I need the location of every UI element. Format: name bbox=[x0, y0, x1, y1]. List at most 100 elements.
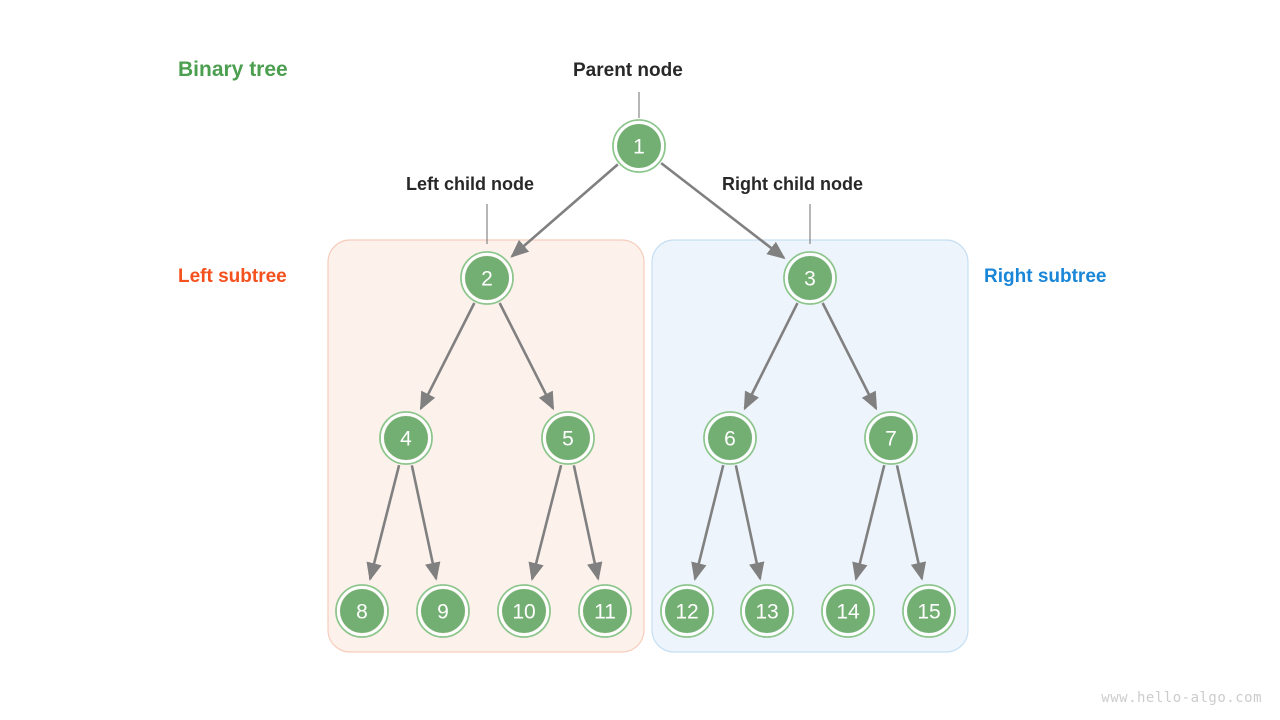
annotation-left-subtree: Left subtree bbox=[178, 266, 287, 287]
pointer-lines bbox=[486, 92, 811, 244]
tree-edge bbox=[498, 302, 555, 411]
node-value: 15 bbox=[917, 601, 940, 624]
node-circle bbox=[617, 124, 661, 168]
node-ring bbox=[612, 119, 666, 173]
tree-edge bbox=[821, 302, 878, 411]
tree-node-6[interactable]: 6 bbox=[703, 411, 757, 465]
node-gap-ring bbox=[417, 585, 469, 637]
tree-edge bbox=[410, 465, 441, 581]
tree-edge bbox=[510, 163, 619, 258]
node-gap-ring bbox=[380, 412, 432, 464]
node-circle bbox=[869, 416, 913, 460]
node-ring bbox=[740, 584, 794, 638]
tree-edge bbox=[691, 464, 725, 581]
node-gap-ring bbox=[822, 585, 874, 637]
tree-node-9[interactable]: 9 bbox=[416, 584, 470, 638]
tree-node-5[interactable]: 5 bbox=[541, 411, 595, 465]
node-gap-ring bbox=[903, 585, 955, 637]
node-value: 8 bbox=[356, 601, 368, 624]
tree-node-10[interactable]: 10 bbox=[497, 584, 551, 638]
annotation-right-child-node: Right child node bbox=[722, 174, 863, 194]
tree-node-1[interactable]: 1 bbox=[612, 119, 666, 173]
tree-edge bbox=[895, 465, 927, 581]
node-circle bbox=[708, 416, 752, 460]
node-ring bbox=[578, 584, 632, 638]
node-ring bbox=[541, 411, 595, 465]
tree-edge bbox=[528, 464, 563, 582]
node-circle bbox=[502, 589, 546, 633]
node-circle bbox=[788, 256, 832, 300]
annotation-right-subtree: Right subtree bbox=[984, 266, 1107, 287]
node-value: 6 bbox=[724, 428, 736, 451]
tree-node-15[interactable]: 15 bbox=[902, 584, 956, 638]
node-circle bbox=[546, 416, 590, 460]
tree-node-8[interactable]: 8 bbox=[335, 584, 389, 638]
node-gap-ring bbox=[613, 120, 665, 172]
tree-edge bbox=[366, 464, 401, 582]
node-ring bbox=[379, 411, 433, 465]
tree-node-4[interactable]: 4 bbox=[379, 411, 433, 465]
node-gap-ring bbox=[784, 252, 836, 304]
node-value: 1 bbox=[633, 136, 645, 159]
node-circle bbox=[421, 589, 465, 633]
node-value: 2 bbox=[481, 268, 493, 291]
tree-node-3[interactable]: 3 bbox=[783, 251, 837, 305]
tree-edge bbox=[743, 302, 799, 411]
node-gap-ring bbox=[865, 412, 917, 464]
node-circle bbox=[907, 589, 951, 633]
page-title: Binary tree bbox=[178, 58, 288, 81]
annotation-left-child-node: Left child node bbox=[406, 174, 534, 194]
node-value: 14 bbox=[836, 601, 860, 624]
node-ring bbox=[783, 251, 837, 305]
node-gap-ring bbox=[661, 585, 713, 637]
node-ring bbox=[660, 584, 714, 638]
node-gap-ring bbox=[704, 412, 756, 464]
node-ring bbox=[460, 251, 514, 305]
node-value: 5 bbox=[562, 428, 574, 451]
node-ring bbox=[335, 584, 389, 638]
node-circle bbox=[665, 589, 709, 633]
node-circle bbox=[384, 416, 428, 460]
tree-edge bbox=[852, 464, 886, 581]
node-circle bbox=[826, 589, 870, 633]
node-gap-ring bbox=[461, 252, 513, 304]
node-value: 9 bbox=[437, 601, 449, 624]
node-circle bbox=[340, 589, 384, 633]
node-value: 12 bbox=[675, 601, 698, 624]
tree-node-14[interactable]: 14 bbox=[821, 584, 875, 638]
tree-node-2[interactable]: 2 bbox=[460, 251, 514, 305]
tree-edge bbox=[572, 465, 603, 581]
node-ring bbox=[703, 411, 757, 465]
node-ring bbox=[416, 584, 470, 638]
tree-edge bbox=[419, 302, 476, 411]
node-value: 10 bbox=[512, 601, 535, 624]
tree-edge bbox=[734, 465, 765, 581]
node-gap-ring bbox=[741, 585, 793, 637]
node-ring bbox=[902, 584, 956, 638]
node-value: 13 bbox=[755, 601, 778, 624]
node-value: 7 bbox=[885, 428, 897, 451]
tree-node-13[interactable]: 13 bbox=[740, 584, 794, 638]
tree-node-11[interactable]: 11 bbox=[578, 584, 632, 638]
node-gap-ring bbox=[336, 585, 388, 637]
node-circle bbox=[465, 256, 509, 300]
node-circle bbox=[583, 589, 627, 633]
tree-node-7[interactable]: 7 bbox=[864, 411, 918, 465]
node-gap-ring bbox=[498, 585, 550, 637]
node-circle bbox=[745, 589, 789, 633]
tree-edges bbox=[366, 162, 927, 582]
tree-node-12[interactable]: 12 bbox=[660, 584, 714, 638]
node-value: 3 bbox=[804, 268, 816, 291]
node-ring bbox=[821, 584, 875, 638]
node-ring bbox=[864, 411, 918, 465]
node-ring bbox=[497, 584, 551, 638]
node-gap-ring bbox=[579, 585, 631, 637]
region-left-subtree bbox=[327, 239, 645, 653]
node-value: 11 bbox=[594, 601, 616, 624]
tree-edge bbox=[660, 162, 786, 260]
node-gap-ring bbox=[542, 412, 594, 464]
watermark: www.hello-algo.com bbox=[1101, 690, 1262, 706]
